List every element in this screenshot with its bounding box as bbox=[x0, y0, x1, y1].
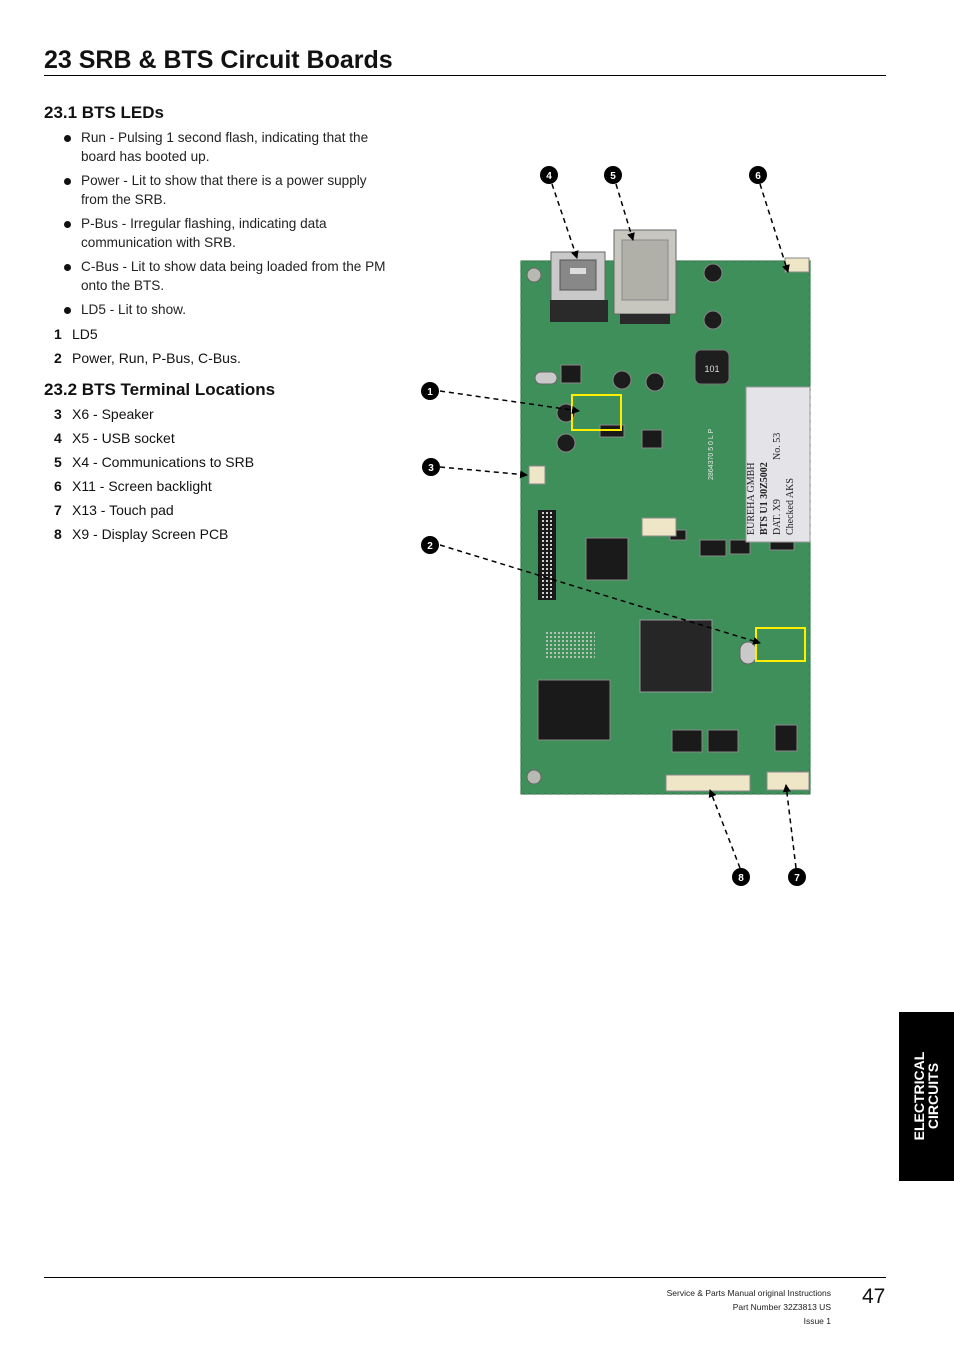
footer-part-number: Part Number 32Z3813 US bbox=[732, 1302, 831, 1312]
led-bullet-list: Run - Pulsing 1 second flash, indicating… bbox=[64, 128, 394, 324]
callout-2: 2 bbox=[421, 536, 439, 554]
bullet-icon bbox=[64, 178, 71, 185]
svg-text:4: 4 bbox=[546, 171, 552, 182]
white-connector bbox=[641, 517, 677, 537]
page-title: 23 SRB & BTS Circuit Boards bbox=[44, 46, 393, 74]
footer-rule bbox=[44, 1277, 886, 1278]
speaker-connector bbox=[528, 465, 546, 485]
page-number: 47 bbox=[862, 1285, 886, 1308]
section-title-bts-leds: 23.1 BTS LEDs bbox=[44, 103, 164, 122]
callout-7: 7 bbox=[788, 868, 806, 886]
board-side-code: 2864370 5 0 L P bbox=[708, 429, 715, 480]
footer-manual-title: Service & Parts Manual original Instruct… bbox=[666, 1288, 831, 1298]
callout-8: 8 bbox=[732, 868, 750, 886]
label-line4: No. 53 bbox=[772, 433, 783, 460]
bts-circuit-board-figure: 101 EUREHA GMBH BTS U1 30Z5002 DAT. X9 N… bbox=[421, 166, 811, 886]
section-side-tab: ELECTRICAL CIRCUITS bbox=[899, 1012, 954, 1181]
ethernet-socket bbox=[613, 229, 677, 324]
bullet-icon bbox=[64, 307, 71, 314]
list-item: P-Bus - Irregular flashing, indicating d… bbox=[64, 214, 394, 252]
label-line5: Checked AKS bbox=[785, 478, 796, 535]
section-title-terminal-locations: 23.2 BTS Terminal Locations bbox=[44, 380, 276, 399]
svg-text:3: 3 bbox=[428, 463, 434, 474]
board-label-sticker: EUREHA GMBH BTS U1 30Z5002 DAT. X9 No. 5… bbox=[745, 386, 811, 543]
list-item: C-Bus - Lit to show data being loaded fr… bbox=[64, 257, 394, 295]
capacitors bbox=[556, 263, 723, 453]
callout-leaders bbox=[439, 183, 797, 869]
svg-text:1: 1 bbox=[427, 387, 433, 398]
inductor: 101 bbox=[694, 349, 730, 385]
pad-area bbox=[545, 630, 595, 660]
bullet-icon bbox=[64, 221, 71, 228]
footer-issue: Issue 1 bbox=[803, 1316, 831, 1326]
title-rule bbox=[44, 75, 886, 76]
callout-1: 1 bbox=[421, 382, 439, 400]
backlight-connector bbox=[784, 257, 810, 273]
list-item: Run - Pulsing 1 second flash, indicating… bbox=[64, 128, 394, 166]
svg-text:5: 5 bbox=[610, 171, 616, 182]
bullet-icon bbox=[64, 135, 71, 142]
label-line3: DAT. X9 bbox=[772, 499, 783, 535]
callout-3: 3 bbox=[422, 458, 440, 476]
side-tab-label: ELECTRICAL CIRCUITS bbox=[911, 1051, 941, 1141]
bullet-icon bbox=[64, 264, 71, 271]
main-processor-chip bbox=[639, 619, 713, 693]
pin-header-pins bbox=[540, 512, 554, 598]
svg-text:7: 7 bbox=[794, 873, 800, 884]
footer-info: Service & Parts Manual original Instruct… bbox=[600, 1286, 831, 1328]
inductor-label: 101 bbox=[704, 364, 719, 374]
label-line1: EUREHA GMBH bbox=[746, 462, 757, 535]
callout-4: 4 bbox=[540, 166, 558, 184]
svg-text:8: 8 bbox=[738, 873, 744, 884]
callout-6: 6 bbox=[749, 166, 767, 184]
usb-socket bbox=[550, 251, 608, 322]
touch-pad-connector bbox=[766, 771, 810, 791]
crystal bbox=[534, 371, 558, 385]
list-item: Power - Lit to show that there is a powe… bbox=[64, 171, 394, 209]
list-item: LD5 - Lit to show. bbox=[64, 300, 394, 319]
display-connector bbox=[665, 774, 751, 792]
label-line2: BTS U1 30Z5002 bbox=[759, 462, 770, 535]
crystal-2 bbox=[739, 641, 757, 665]
callout-5: 5 bbox=[604, 166, 622, 184]
svg-text:2: 2 bbox=[427, 541, 433, 552]
svg-text:6: 6 bbox=[755, 171, 761, 182]
